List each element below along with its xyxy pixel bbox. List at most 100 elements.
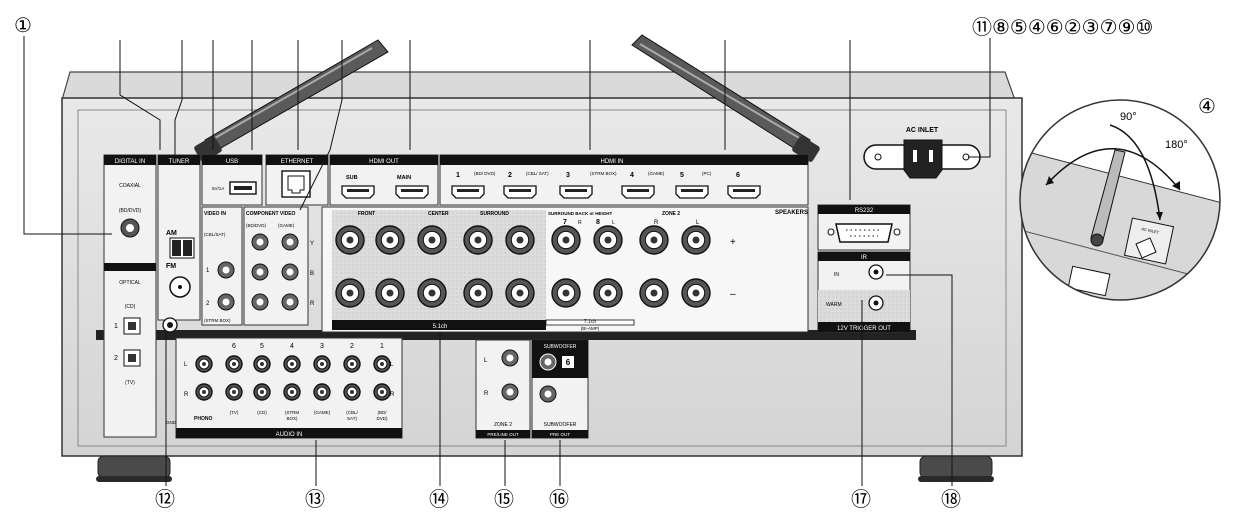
- audio-in-jack-l-5[interactable]: [343, 355, 361, 373]
- rs232-label: RS232: [855, 208, 874, 214]
- hdmi-in-port-1[interactable]: [451, 185, 485, 199]
- trigger-out-jack[interactable]: [868, 295, 884, 311]
- angle-90-label: 90°: [1120, 111, 1137, 123]
- ethernet-port[interactable]: [281, 170, 311, 198]
- component-jack-pr-1[interactable]: [251, 293, 269, 311]
- audio-in-port-label-1: DVD): [377, 416, 389, 421]
- speakers-label: SPEAKERS: [775, 210, 808, 216]
- surround-label: SURROUND: [480, 211, 509, 217]
- callout-leader-lines: [23, 36, 991, 486]
- ir-in-jack[interactable]: [868, 264, 884, 280]
- center-label: CENTER: [428, 211, 449, 217]
- audio-in-jack-l-6[interactable]: [373, 355, 391, 373]
- hdmi-in-port-5[interactable]: [675, 185, 709, 199]
- component-jack-y-2[interactable]: [281, 233, 299, 251]
- hdmi-out-sub-port[interactable]: [341, 185, 375, 199]
- speaker-terminal-minus-6[interactable]: [551, 278, 581, 308]
- audio-in-port-label-4: BOX): [286, 416, 298, 421]
- audio-in-jack-l-1[interactable]: [225, 355, 243, 373]
- audio-in-l-label-left: L: [184, 362, 188, 368]
- callout-12: ⑫: [155, 487, 175, 511]
- zone2-preout-jack-r[interactable]: [501, 383, 519, 401]
- audio-in-jack-l-2[interactable]: [253, 355, 271, 373]
- am-antenna-terminal[interactable]: [169, 237, 195, 259]
- digital-in-label: DIGITAL IN: [115, 159, 145, 165]
- audio-in-port-label-1: (BD/: [378, 410, 388, 415]
- ch-7-1-label: 7.1ch: [584, 319, 596, 325]
- audio-in-jack-l-0[interactable]: [195, 355, 213, 373]
- callout-17: ⑰: [851, 487, 871, 511]
- optical-jack-2[interactable]: [123, 349, 141, 367]
- tuner-label: TUNER: [169, 159, 190, 165]
- hdmi-in-port-6[interactable]: [727, 185, 761, 199]
- audio-in-jack-l-3[interactable]: [283, 355, 301, 373]
- speaker-terminal-minus-1[interactable]: [335, 278, 365, 308]
- audio-in-port-number-4: 4: [290, 343, 294, 350]
- speaker-terminal-plus-5[interactable]: [505, 225, 535, 255]
- hdmi-in-port-4[interactable]: [621, 185, 655, 199]
- audio-in-jack-r-6[interactable]: [373, 383, 391, 401]
- ethernet-section: ETHERNET: [265, 154, 329, 206]
- fm-label: FM: [166, 263, 176, 270]
- optical-jack-1[interactable]: [123, 317, 141, 335]
- audio-in-jack-l-4[interactable]: [313, 355, 331, 373]
- optical-tv-label: (TV): [125, 380, 135, 386]
- speaker-terminal-plus-4[interactable]: [463, 225, 493, 255]
- zone2-speaker-label: ZONE 2: [662, 211, 680, 217]
- speaker-terminal-plus-9[interactable]: [681, 225, 711, 255]
- subwoofer-jack-1[interactable]: [539, 353, 557, 371]
- hdmi-in-section: HDMI IN 1 (BD/ DVD) 2 (CBL/ SAT) 3 (STRM…: [439, 154, 809, 206]
- audio-in-jack-r-4[interactable]: [313, 383, 331, 401]
- callout-15: ⑮: [494, 487, 514, 511]
- speaker-terminal-plus-7[interactable]: [593, 225, 623, 255]
- speaker-terminal-minus-5[interactable]: [505, 278, 535, 308]
- optical-1-label: 1: [114, 323, 118, 330]
- subwoofer-jack-2[interactable]: [539, 385, 557, 403]
- audio-in-port-number-6: 6: [232, 343, 236, 350]
- hdmi-in-port-3[interactable]: [559, 185, 593, 199]
- component-jack-pb-2[interactable]: [281, 263, 299, 281]
- callout-top-right-row: ⑪⑧⑤④⑥②③⑦⑨⑩: [972, 15, 1153, 39]
- hdmi-in-6-number: 6: [736, 172, 740, 179]
- speaker-terminal-plus-2[interactable]: [375, 225, 405, 255]
- video-in-jack-2[interactable]: [217, 293, 235, 311]
- component-video-label: COMPONENT VIDEO: [246, 211, 296, 217]
- component-jack-y-1[interactable]: [251, 233, 269, 251]
- speaker-terminal-minus-9[interactable]: [681, 278, 711, 308]
- hdmi-in-label: HDMI IN: [601, 159, 624, 165]
- audio-in-jack-r-5[interactable]: [343, 383, 361, 401]
- video-in-cbl-sat-label: (CBL/SAT): [204, 232, 226, 237]
- coaxial-jack[interactable]: [120, 218, 140, 238]
- video-in-jack-1[interactable]: [217, 261, 235, 279]
- zone2-preout-jack-l[interactable]: [501, 349, 519, 367]
- component-jack-pb-1[interactable]: [251, 263, 269, 281]
- ac-inlet[interactable]: AC INLET: [863, 127, 981, 179]
- speaker-terminal-plus-8[interactable]: [639, 225, 669, 255]
- wireless-antenna-right[interactable]: [631, 34, 821, 163]
- hdmi-in-4-number: 4: [630, 172, 634, 179]
- ac-inlet-label: AC INLET: [906, 127, 939, 134]
- speaker-terminal-plus-1[interactable]: [335, 225, 365, 255]
- audio-in-port-label-4: (STRM: [285, 410, 299, 415]
- usb-port[interactable]: [229, 181, 257, 195]
- speaker-terminal-minus-7[interactable]: [593, 278, 623, 308]
- speaker-terminal-minus-8[interactable]: [639, 278, 669, 308]
- audio-in-jack-r-0[interactable]: [195, 383, 213, 401]
- speaker-terminal-minus-2[interactable]: [375, 278, 405, 308]
- speaker-terminal-minus-4[interactable]: [463, 278, 493, 308]
- hdmi-out-main-port[interactable]: [395, 185, 429, 199]
- fm-antenna-jack[interactable]: [169, 276, 191, 298]
- bi-amp-label: (BI-AMP): [581, 326, 600, 331]
- audio-in-jack-r-3[interactable]: [283, 383, 301, 401]
- speaker-terminal-plus-3[interactable]: [417, 225, 447, 255]
- component-jack-pr-2[interactable]: [281, 293, 299, 311]
- hdmi-in-port-2[interactable]: [503, 185, 537, 199]
- audio-in-jack-r-2[interactable]: [253, 383, 271, 401]
- speaker-terminal-minus-3[interactable]: [417, 278, 447, 308]
- rs232-port[interactable]: [827, 223, 901, 243]
- ground-terminal[interactable]: GND: [162, 317, 178, 425]
- audio-in-jack-r-1[interactable]: [225, 383, 243, 401]
- surround-back-7-r: R: [578, 220, 582, 226]
- speaker-terminal-plus-6[interactable]: [551, 225, 581, 255]
- trigger-out-label: 12V TRIGGER OUT: [837, 326, 891, 332]
